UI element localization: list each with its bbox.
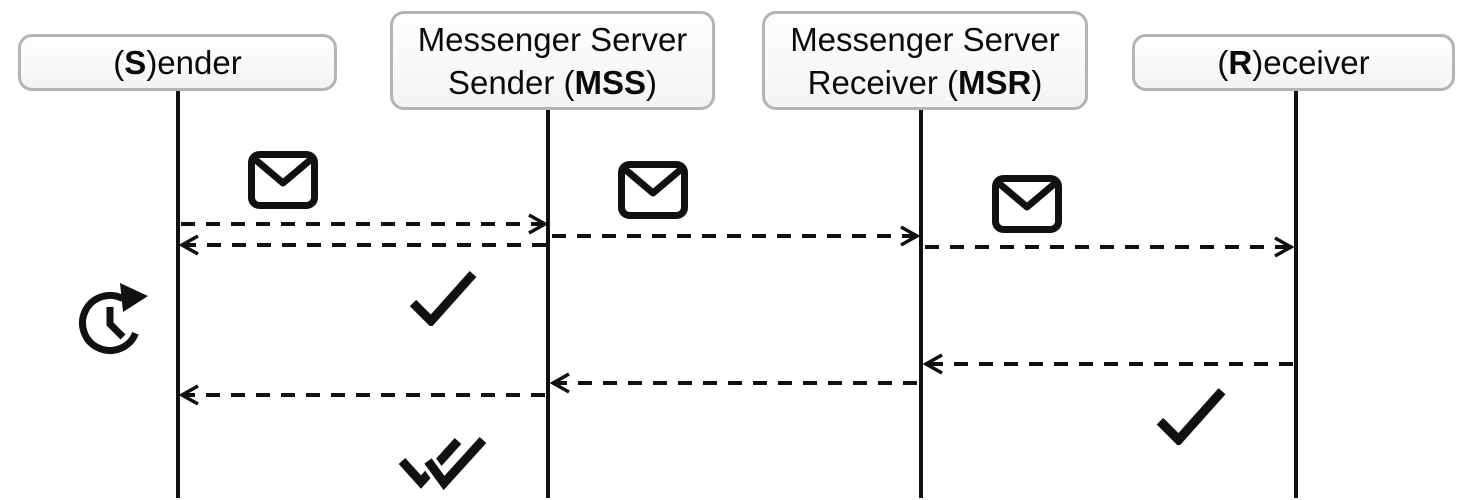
arrowhead-left bbox=[178, 234, 199, 256]
actor-label-msr-line1: Messenger Server bbox=[790, 20, 1060, 58]
actor-label-receiver: (R)eceiver bbox=[1217, 44, 1370, 81]
message-mss-to-sender bbox=[178, 234, 546, 256]
arrowhead-left bbox=[178, 384, 199, 406]
envelope-icon-msr-to-receiver bbox=[992, 175, 1062, 233]
arrowhead-right bbox=[528, 213, 549, 235]
lifeline-msr bbox=[919, 110, 923, 498]
lifeline-receiver bbox=[1294, 91, 1298, 498]
arrowhead-left bbox=[922, 353, 943, 375]
envelope-icon-mss-to-msr bbox=[618, 161, 688, 219]
actor-label-msr-line2: Receiver (MSR) bbox=[807, 63, 1043, 101]
single-check-icon-mss bbox=[409, 271, 477, 326]
actor-label-mss-line2: Sender (MSS) bbox=[447, 63, 658, 101]
actor-box-sender: (S)ender bbox=[18, 34, 337, 91]
message-sender-to-mss bbox=[181, 213, 549, 235]
arrowhead-right bbox=[1274, 236, 1295, 258]
clock-retry-icon bbox=[79, 283, 148, 354]
message-msr-to-mss bbox=[549, 372, 917, 394]
message-mss-to-msr bbox=[552, 225, 921, 247]
single-check-icon-receiver bbox=[1156, 388, 1226, 445]
lifeline-mss bbox=[546, 110, 550, 498]
message-mss-to-sender bbox=[178, 384, 545, 406]
message-msr-to-receiver bbox=[925, 236, 1295, 258]
double-check-icon bbox=[398, 434, 488, 496]
actor-label-mss-line1: Messenger Server bbox=[417, 20, 688, 58]
lifeline-sender bbox=[176, 91, 180, 498]
envelope-icon-sender-to-mss bbox=[248, 151, 318, 209]
arrowhead-right bbox=[900, 225, 921, 247]
actor-box-msr: Messenger Server Receiver (MSR) bbox=[762, 11, 1088, 110]
actor-box-receiver: (R)eceiver bbox=[1132, 34, 1455, 91]
message-receiver-to-msr bbox=[922, 353, 1293, 375]
actor-box-mss: Messenger Server Sender (MSS) bbox=[390, 11, 715, 110]
arrowhead-left bbox=[549, 372, 570, 394]
actor-label-sender: (S)ender bbox=[113, 44, 242, 81]
